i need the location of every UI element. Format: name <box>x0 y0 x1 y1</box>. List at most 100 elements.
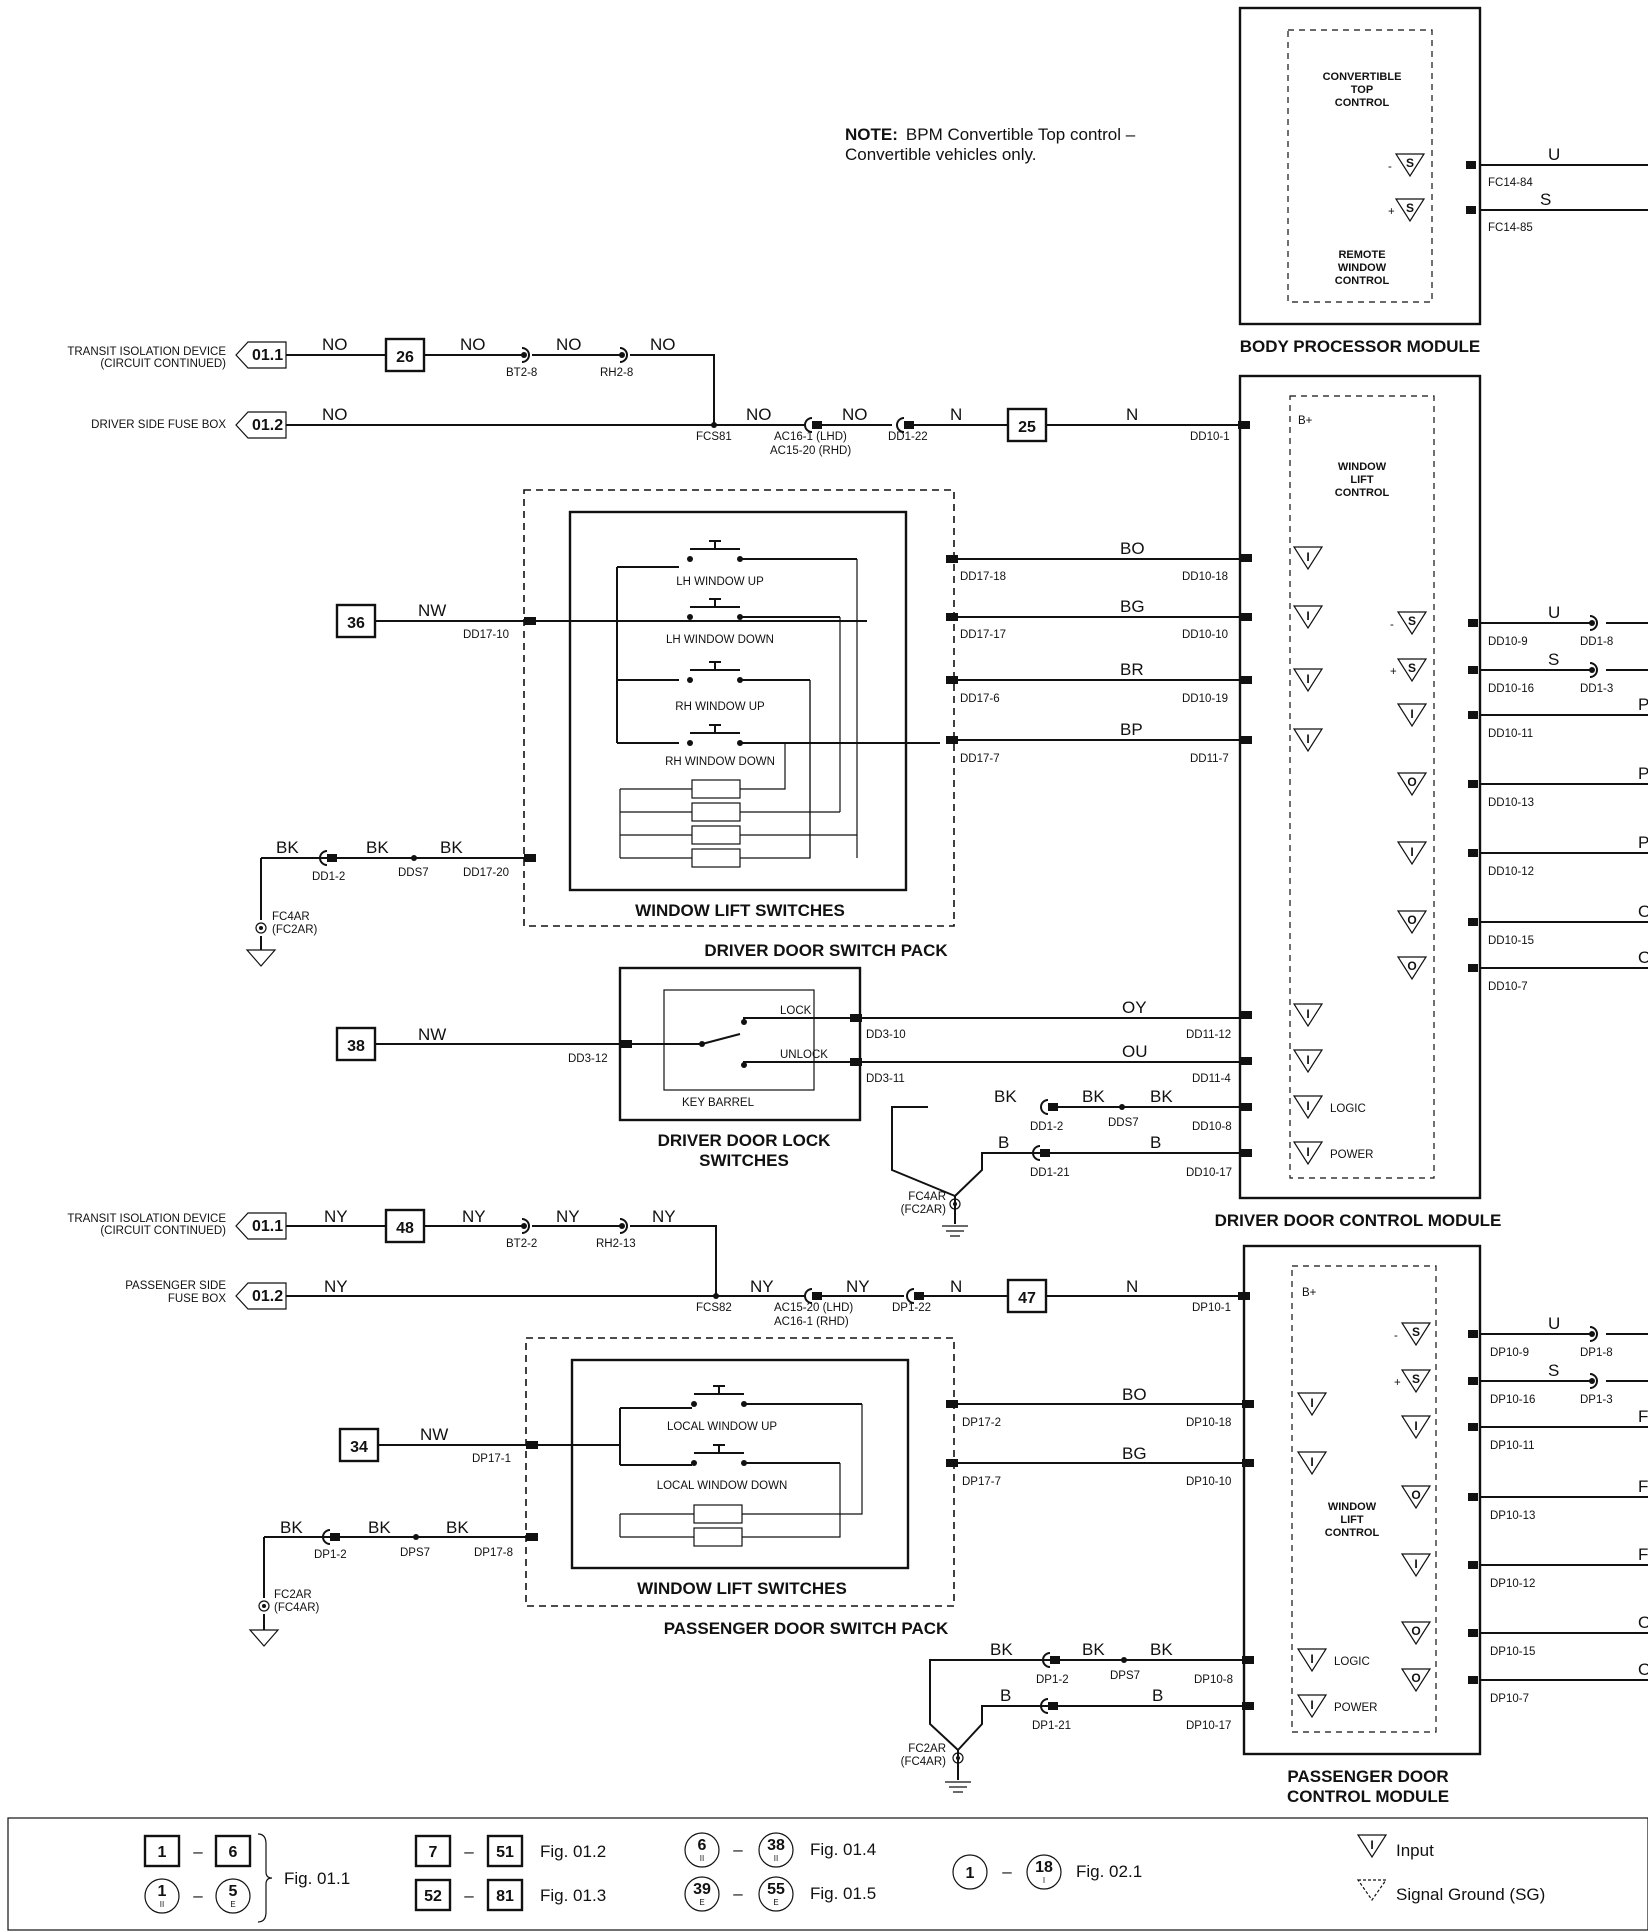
svg-text:FUSE BOX: FUSE BOX <box>168 1293 226 1305</box>
svg-text:S: S <box>1548 1361 1559 1380</box>
svg-text:SWITCHES: SWITCHES <box>699 1151 789 1170</box>
svg-text:(FC4AR): (FC4AR) <box>274 1602 320 1614</box>
svg-text:S: S <box>1548 650 1559 669</box>
svg-text:B: B <box>1150 1133 1161 1152</box>
svg-text:DD1-21: DD1-21 <box>1030 1167 1070 1179</box>
svg-text:DP10-17: DP10-17 <box>1186 1720 1231 1732</box>
svg-text:II: II <box>160 1900 164 1909</box>
svg-text:NO: NO <box>650 335 676 354</box>
svg-text:FC2AR: FC2AR <box>908 1743 946 1755</box>
svg-text:DD3-10: DD3-10 <box>866 1029 906 1041</box>
svg-text:01.2: 01.2 <box>252 1288 283 1305</box>
svg-text:FCS82: FCS82 <box>696 1302 732 1314</box>
svg-text:DD10-9: DD10-9 <box>1488 636 1528 648</box>
svg-text:DD10-7: DD10-7 <box>1488 981 1528 993</box>
svg-text:I: I <box>1306 1007 1309 1021</box>
svg-text:BO: BO <box>1120 539 1145 558</box>
svg-text:AC16-1 (LHD): AC16-1 (LHD) <box>774 431 847 443</box>
svg-text:DD17-7: DD17-7 <box>960 753 1000 765</box>
svg-text:-: - <box>1394 1330 1398 1342</box>
svg-text:BK: BK <box>990 1640 1013 1659</box>
svg-text:S: S <box>1408 614 1416 628</box>
svg-text:KEY BARREL: KEY BARREL <box>682 1097 755 1109</box>
svg-text:I: I <box>1414 1419 1417 1433</box>
svg-text:I: I <box>1410 707 1413 721</box>
svg-text:Signal Ground (SG): Signal Ground (SG) <box>1396 1885 1545 1904</box>
svg-text:E: E <box>699 1898 704 1907</box>
svg-text:7: 7 <box>429 1844 438 1861</box>
svg-text:DD1-3: DD1-3 <box>1580 683 1613 695</box>
passenger-supply-circuit: TRANSIT ISOLATION DEVICE (CIRCUIT CONTIN… <box>67 1207 1250 1328</box>
svg-text:1: 1 <box>158 1844 167 1861</box>
svg-text:NY: NY <box>462 1207 486 1226</box>
svg-text:FCS81: FCS81 <box>696 431 732 443</box>
svg-text:WINDOW: WINDOW <box>1338 461 1387 473</box>
svg-text:NY: NY <box>556 1207 580 1226</box>
svg-text:FC14-84: FC14-84 <box>1488 177 1533 189</box>
svg-text:DD17-20: DD17-20 <box>463 867 509 879</box>
svg-text:RH WINDOW UP: RH WINDOW UP <box>675 701 765 713</box>
driver-switch-pack-title: DRIVER DOOR SWITCH PACK <box>704 941 948 960</box>
driver-door-lock-switches: KEY BARREL DRIVER DOOR LOCK SWITCHES 38 … <box>335 966 1240 1170</box>
svg-text:DD10-8: DD10-8 <box>1192 1121 1232 1133</box>
passenger-dcm-ground: BK BK BK B B DP1-2 DPS7 DP10-8 DP1-21 DP… <box>901 1640 1244 1793</box>
svg-text:-: - <box>1390 619 1394 631</box>
svg-text:NO: NO <box>322 335 348 354</box>
bpm-title: BODY PROCESSOR MODULE <box>1240 337 1481 356</box>
svg-text:NW: NW <box>420 1425 448 1444</box>
svg-text:DP1-2: DP1-2 <box>314 1549 347 1561</box>
svg-text:81: 81 <box>496 1888 514 1905</box>
svg-text:(FC2AR): (FC2AR) <box>901 1204 947 1216</box>
svg-text:FC4AR: FC4AR <box>908 1191 946 1203</box>
svg-text:34: 34 <box>350 1439 368 1456</box>
svg-text:POWER: POWER <box>1330 1149 1373 1161</box>
svg-text:AC16-1 (RHD): AC16-1 (RHD) <box>774 1316 849 1328</box>
svg-text:P: P <box>1638 695 1648 714</box>
svg-text:S: S <box>1406 156 1414 170</box>
svg-text:DP17-1: DP17-1 <box>472 1453 511 1465</box>
svg-text:25: 25 <box>1018 419 1036 436</box>
svg-text:CONTROL: CONTROL <box>1335 275 1390 287</box>
svg-text:38: 38 <box>767 1837 785 1854</box>
svg-text:DD1-8: DD1-8 <box>1580 636 1613 648</box>
svg-text:NY: NY <box>324 1207 348 1226</box>
svg-text:I: I <box>1310 1396 1313 1410</box>
svg-text:I: I <box>1370 1838 1373 1852</box>
svg-text:DP10-7: DP10-7 <box>1490 1693 1529 1705</box>
svg-text:P: P <box>1638 833 1648 852</box>
svg-text:DP10-9: DP10-9 <box>1490 1347 1529 1359</box>
svg-text:O: O <box>1638 1613 1648 1632</box>
svg-text:DD10-1: DD10-1 <box>1190 431 1230 443</box>
svg-text:DP1-21: DP1-21 <box>1032 1720 1071 1732</box>
svg-text:LIFT: LIFT <box>1350 474 1373 486</box>
svg-text:N: N <box>1126 1277 1138 1296</box>
svg-text:DP10-18: DP10-18 <box>1186 1417 1231 1429</box>
svg-text:DD11-12: DD11-12 <box>1186 1029 1231 1041</box>
svg-text:O: O <box>1638 948 1648 967</box>
svg-text:LH WINDOW DOWN: LH WINDOW DOWN <box>666 634 774 646</box>
svg-text:N: N <box>1126 405 1138 424</box>
svg-text:F: F <box>1638 1477 1648 1496</box>
svg-text:DP10-10: DP10-10 <box>1186 1476 1231 1488</box>
svg-text:NY: NY <box>750 1277 774 1296</box>
legend: 1 – 6 1 II – 5 E Fig. 01.1 7 – 51 Fig. 0… <box>7 1817 1648 1931</box>
passenger-dcm-title: PASSENGER DOOR <box>1287 1767 1448 1786</box>
svg-text:BG: BG <box>1120 597 1145 616</box>
svg-text:DD10-10: DD10-10 <box>1182 629 1228 641</box>
svg-text:DD10-16: DD10-16 <box>1488 683 1534 695</box>
note: NOTE:BPM Convertible Top control – Conve… <box>845 125 1136 164</box>
svg-text:DD10-17: DD10-17 <box>1186 1167 1232 1179</box>
svg-text:TRANSIT ISOLATION DEVICE: TRANSIT ISOLATION DEVICE <box>67 346 226 358</box>
svg-text:F: F <box>1638 1407 1648 1426</box>
svg-text:DP10-8: DP10-8 <box>1194 1674 1233 1686</box>
svg-text:I: I <box>1414 1557 1417 1571</box>
switch-lh-down: LH WINDOW DOWN <box>666 598 840 646</box>
svg-text:–: – <box>193 1842 203 1861</box>
svg-text:I: I <box>1306 550 1309 564</box>
svg-text:Fig. 01.1: Fig. 01.1 <box>284 1869 350 1888</box>
switch-lh-up: LH WINDOW UP <box>676 540 857 588</box>
svg-text:DP10-15: DP10-15 <box>1490 1646 1535 1658</box>
svg-text:DD1-22: DD1-22 <box>888 431 928 443</box>
svg-text:BG: BG <box>1122 1444 1147 1463</box>
svg-text:E: E <box>230 1900 235 1909</box>
